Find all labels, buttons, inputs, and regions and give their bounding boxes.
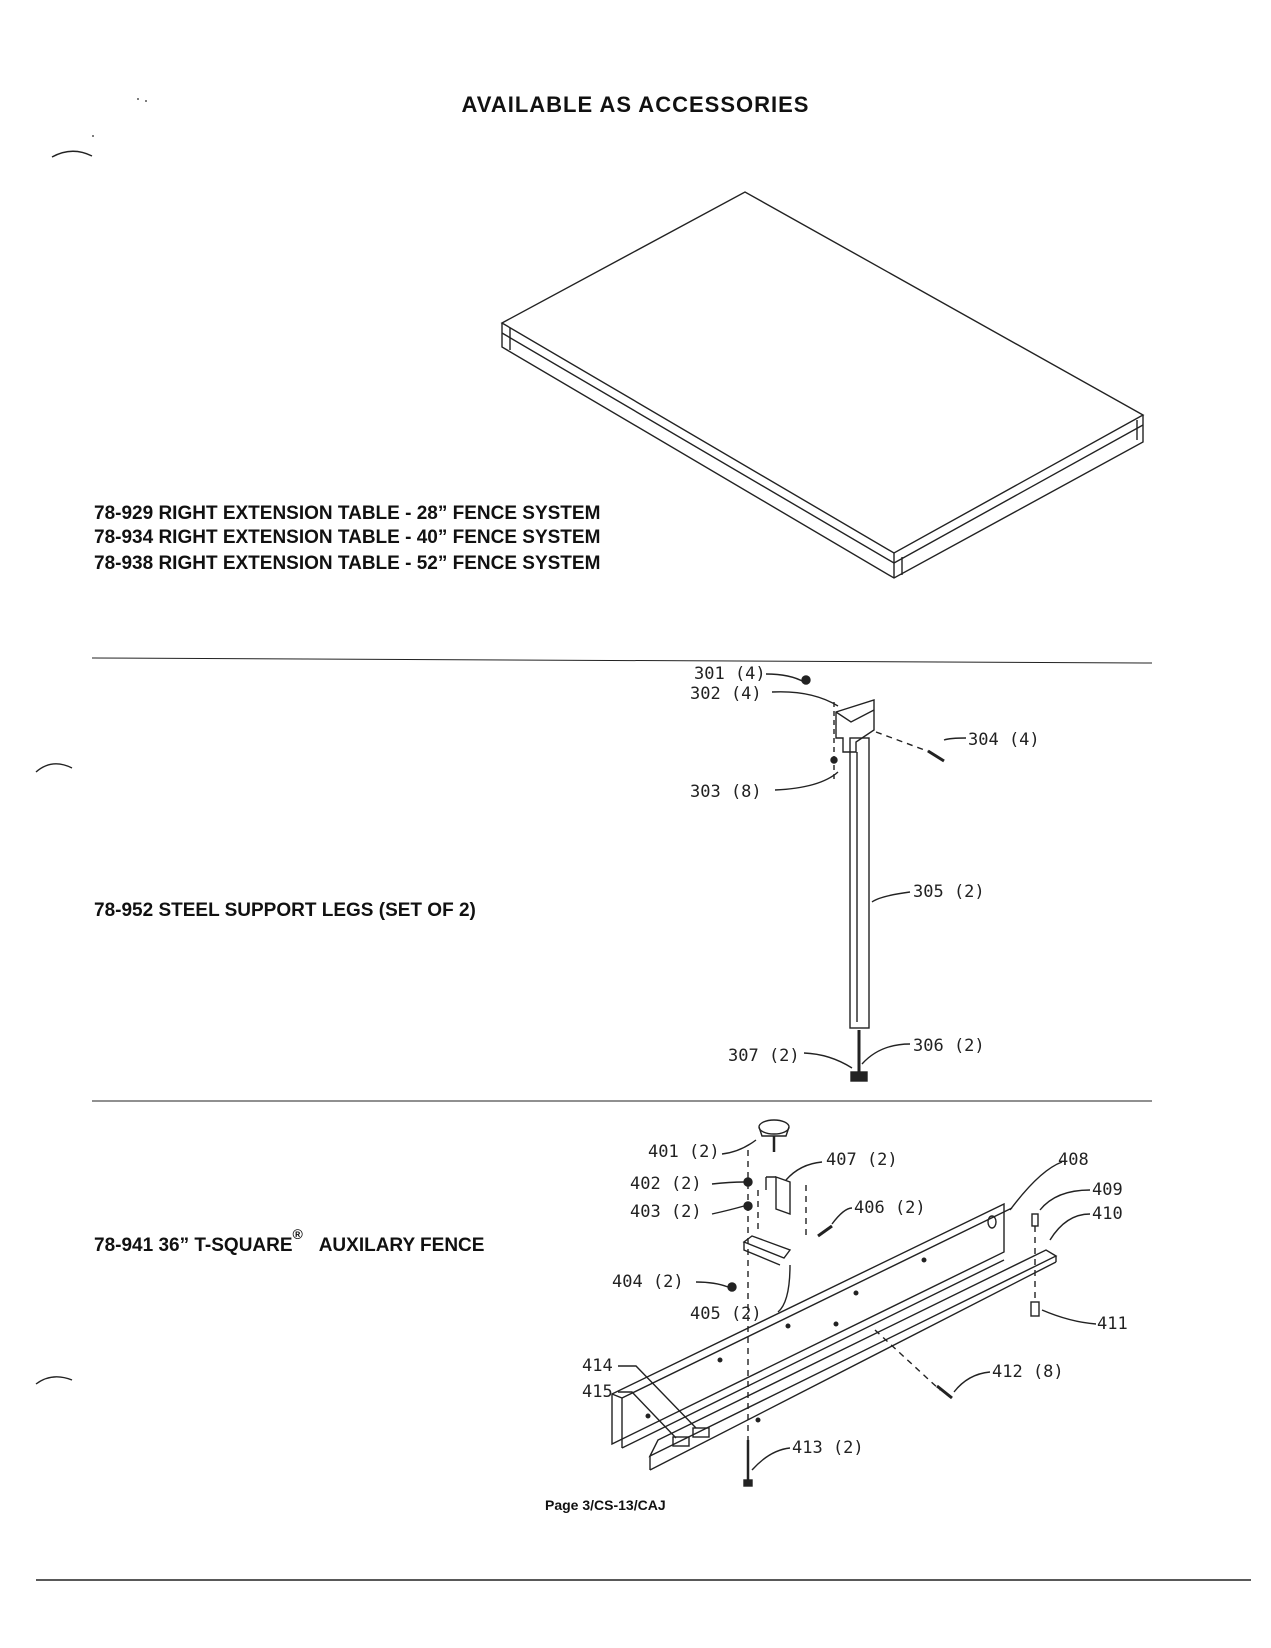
part-label-405: 405 (2): [690, 1304, 762, 1324]
part-label-408: 408: [1058, 1150, 1089, 1170]
support-legs-caption: 78-952 STEEL SUPPORT LEGS (SET OF 2): [94, 900, 476, 921]
section-divider: [91, 657, 1153, 664]
part-label-403: 403 (2): [630, 1202, 702, 1222]
part-label-306: 306 (2): [913, 1036, 985, 1056]
part-label-410: 410: [1092, 1204, 1123, 1224]
margin-mark: [51, 150, 93, 158]
part-label-305: 305 (2): [913, 882, 985, 902]
part-label-304: 304 (4): [968, 730, 1040, 750]
part-label-302: 302 (4): [690, 684, 762, 704]
registered-mark: ®: [292, 1226, 303, 1242]
part-label-307: 307 (2): [728, 1046, 800, 1066]
part-label-413: 413 (2): [792, 1438, 864, 1458]
part-label-401: 401 (2): [648, 1142, 720, 1162]
part-label-411: 411: [1097, 1314, 1128, 1334]
support-leg-drawing: [765, 673, 967, 1082]
page-footer: Page 3/CS-13/CAJ: [545, 1497, 666, 1513]
extension-table-drawing: [500, 191, 1145, 579]
auxiliary-fence-caption: 78-941 36” T-SQUARE® AUXILARY FENCE: [94, 1226, 485, 1257]
part-label-301: 301 (4): [694, 664, 766, 684]
part-label-412: 412 (8): [992, 1362, 1064, 1382]
margin-mark: [35, 763, 73, 773]
auxiliary-fence-drawing: [611, 1119, 1097, 1487]
part-label-414: 414: [582, 1356, 613, 1376]
auxiliary-fence-caption-prefix: 78-941 36” T-SQUARE: [94, 1235, 293, 1256]
part-label-404: 404 (2): [612, 1272, 684, 1292]
part-label-406: 406 (2): [854, 1198, 926, 1218]
page-title: AVAILABLE AS ACCESSORIES: [461, 92, 810, 117]
part-label-407: 407 (2): [826, 1150, 898, 1170]
part-label-402: 402 (2): [630, 1174, 702, 1194]
part-label-409: 409: [1092, 1180, 1123, 1200]
margin-mark: [35, 1376, 73, 1385]
extension-table-caption-28: 78-929 RIGHT EXTENSION TABLE - 28” FENCE…: [94, 503, 601, 524]
part-label-303: 303 (8): [690, 782, 762, 802]
auxiliary-fence-caption-suffix: AUXILARY FENCE: [318, 1235, 485, 1256]
part-label-415: 415: [582, 1382, 613, 1402]
extension-table-caption-52: 78-938 RIGHT EXTENSION TABLE - 52” FENCE…: [94, 553, 601, 574]
extension-table-caption-40: 78-934 RIGHT EXTENSION TABLE - 40” FENCE…: [94, 527, 601, 548]
